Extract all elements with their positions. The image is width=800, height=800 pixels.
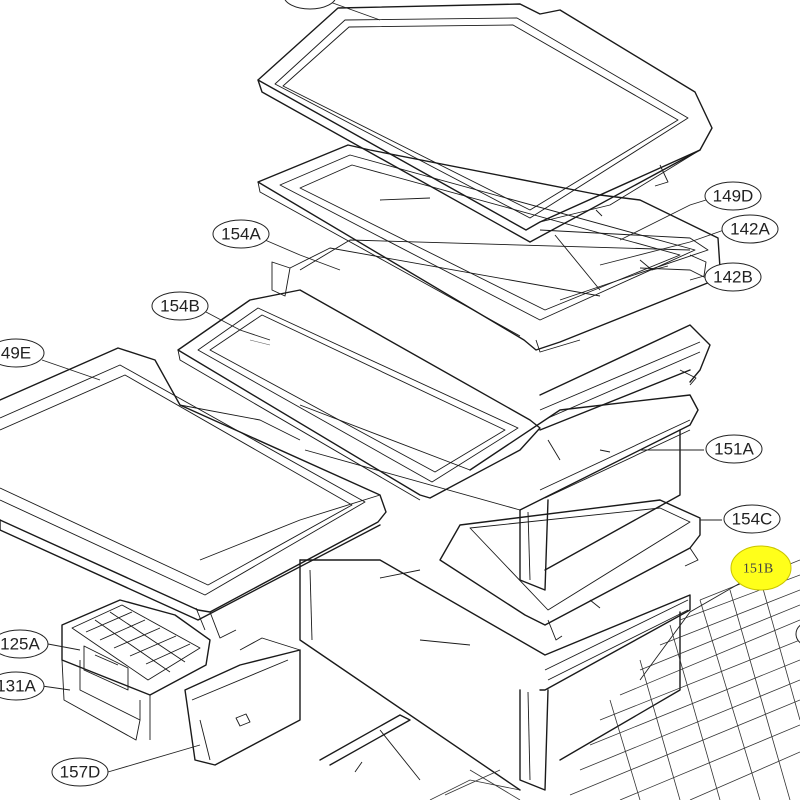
callout-label-154C: 154C [732, 510, 773, 529]
callout-131A: 131A [0, 671, 45, 701]
callout-154C: 154C [723, 504, 781, 534]
callout-149E: 49E [0, 338, 45, 368]
callout-label-154A: 154A [221, 225, 261, 244]
callout-label-151A: 151A [714, 440, 754, 459]
callout-142A: 142A [721, 214, 779, 244]
callout-label-154B: 154B [160, 297, 200, 316]
callout-label-149D: 149D [713, 187, 754, 206]
crisper-cover-154c [439, 499, 701, 641]
shelf-154b [177, 289, 541, 501]
callout-label-157D: 157D [60, 763, 101, 782]
callout-label-131A: 131A [0, 677, 37, 696]
callout-142B: 142B [704, 262, 762, 292]
callout-154A: 154A [212, 219, 270, 249]
lower-drawer-151b [299, 559, 691, 791]
callout-label-142B: 142B [713, 268, 753, 287]
shelf-frame-assembly [257, 144, 721, 353]
crisper-drawer-151a [299, 324, 711, 591]
callout-149D: 149D [704, 181, 762, 211]
callout-label-125A: 125A [0, 635, 40, 654]
leader-lines [41, 1, 743, 773]
bin-157d [184, 637, 421, 781]
callout-154B: 154B [151, 291, 209, 321]
callout-label-149E: 49E [1, 344, 31, 363]
callout-157D: 157D [51, 757, 109, 787]
top-glass-shelf [257, 3, 713, 243]
callout-125A: 125A [0, 629, 49, 659]
ice-tray [61, 599, 211, 741]
callout-151A: 151A [705, 434, 763, 464]
callout-top-partial [284, 0, 336, 10]
left-glass-shelf [0, 347, 387, 639]
callout-label-151B: 151B [743, 562, 773, 577]
callout-right-partial [795, 624, 800, 644]
callout-label-142A: 142A [730, 220, 770, 239]
wire-shelf [429, 559, 800, 800]
callout-151B-highlighted: 151B [730, 545, 792, 591]
